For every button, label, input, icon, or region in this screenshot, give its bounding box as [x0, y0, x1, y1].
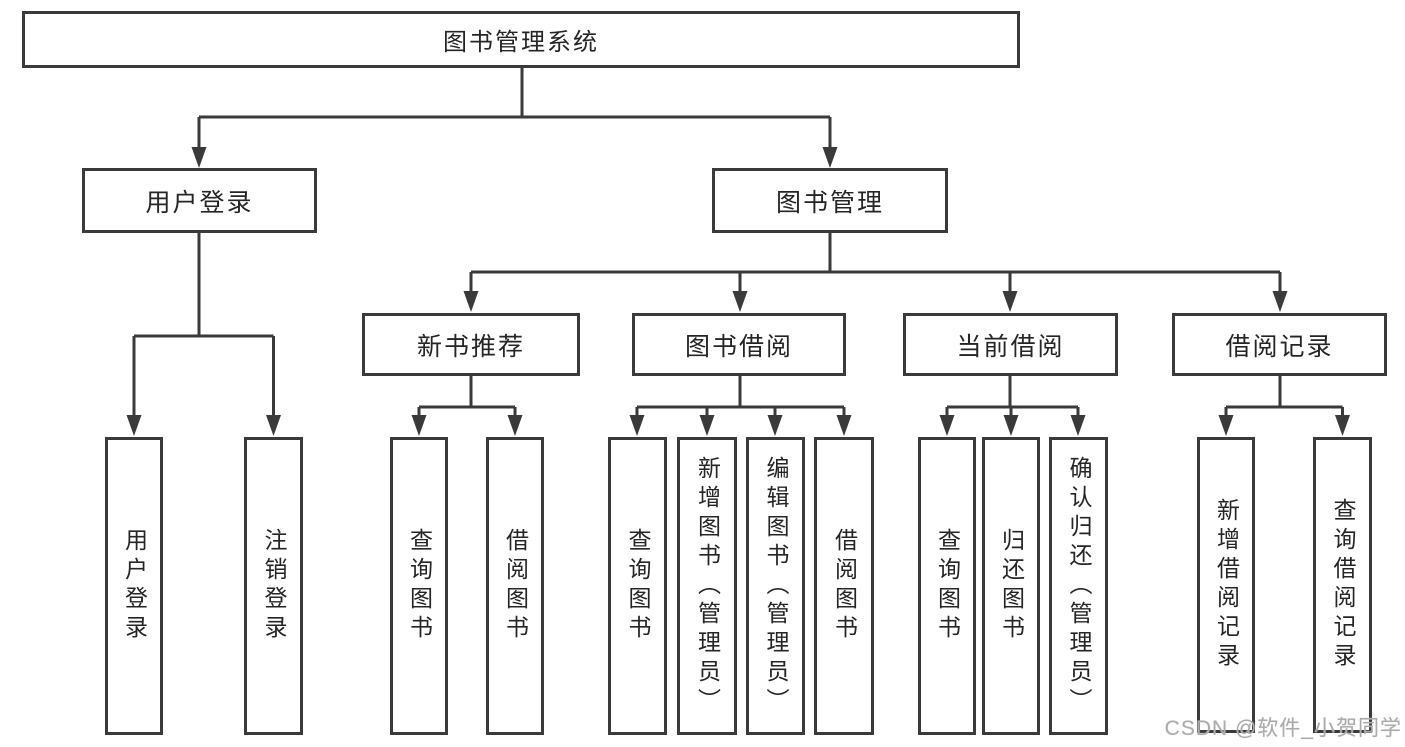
node-label: 查询借阅记录 — [1330, 498, 1356, 672]
connector-root — [191, 68, 838, 168]
node-label: 图书管理 — [775, 188, 884, 217]
leaf-add-books-admin: 新增图书（管理员） — [677, 437, 737, 735]
node-book-borrowing: 图书借阅 — [632, 313, 846, 376]
connector-new-book-recommendation — [411, 376, 523, 436]
node-current-borrowing: 当前借阅 — [903, 313, 1118, 376]
connector-trunk — [471, 233, 1280, 274]
node-user-login: 用户登录 — [82, 168, 317, 233]
node-label: 归还图书 — [998, 528, 1025, 644]
connector-book-borrowing — [629, 376, 852, 436]
leaf-edit-books-admin: 编辑图书（管理员） — [746, 437, 805, 735]
leaf-query-books-current: 查询图书 — [918, 437, 976, 735]
connector-borrowing-records — [1218, 376, 1350, 436]
node-label: 图书借阅 — [684, 332, 793, 361]
connector-trunk — [419, 376, 515, 409]
leaf-add-borrow-record: 新增借阅记录 — [1197, 437, 1255, 733]
node-label: 新书推荐 — [416, 332, 525, 361]
node-label: 用户登录 — [145, 188, 254, 217]
leaf-query-books-recommendation: 查询图书 — [390, 437, 448, 735]
node-label: 图书管理系统 — [443, 29, 599, 56]
connector-trunk — [1226, 376, 1343, 409]
node-new-book-recommendation: 新书推荐 — [362, 313, 580, 376]
node-borrowing-records: 借阅记录 — [1172, 313, 1387, 376]
node-label: 查询图书 — [625, 528, 651, 644]
leaf-query-borrow-record: 查询借阅记录 — [1313, 437, 1372, 733]
leaf-return-books: 归还图书 — [982, 437, 1040, 735]
leaf-borrow-books-recommendation: 借阅图书 — [486, 437, 544, 735]
node-label: 注销登录 — [261, 528, 287, 644]
connector-current-borrowing — [939, 376, 1086, 436]
node-label: 当前借阅 — [956, 332, 1065, 361]
leaf-confirm-return-admin: 确认归还（管理员） — [1049, 437, 1108, 735]
node-label: 新增图书（管理员） — [694, 455, 721, 717]
leaf-user-login: 用户登录 — [105, 437, 163, 735]
connector-trunk — [637, 376, 844, 409]
leaf-query-books-borrowing: 查询图书 — [608, 437, 667, 735]
node-label: 借阅记录 — [1225, 332, 1334, 361]
connector-book-management — [463, 233, 1288, 312]
node-label: 借阅图书 — [831, 528, 858, 644]
connector-trunk — [134, 233, 274, 338]
node-label: 查询图书 — [406, 528, 433, 644]
connector-trunk — [947, 376, 1078, 409]
node-label: 确认归还（管理员） — [1066, 455, 1092, 717]
node-label: 新增借阅记录 — [1213, 498, 1240, 672]
connector-user-login — [126, 233, 281, 436]
node-library-management-system: 图书管理系统 — [22, 11, 1020, 68]
node-label: 编辑图书（管理员） — [763, 455, 789, 717]
node-label: 查询图书 — [934, 528, 961, 644]
node-label: 用户登录 — [121, 528, 148, 644]
leaf-borrow-books: 借阅图书 — [814, 437, 874, 735]
csdn-watermark: CSDN @软件_小贺同学 — [1164, 717, 1402, 740]
node-label: 借阅图书 — [502, 528, 529, 644]
node-book-management: 图书管理 — [712, 168, 948, 233]
leaf-logout-login: 注销登录 — [244, 437, 303, 735]
connector-trunk — [199, 68, 830, 119]
